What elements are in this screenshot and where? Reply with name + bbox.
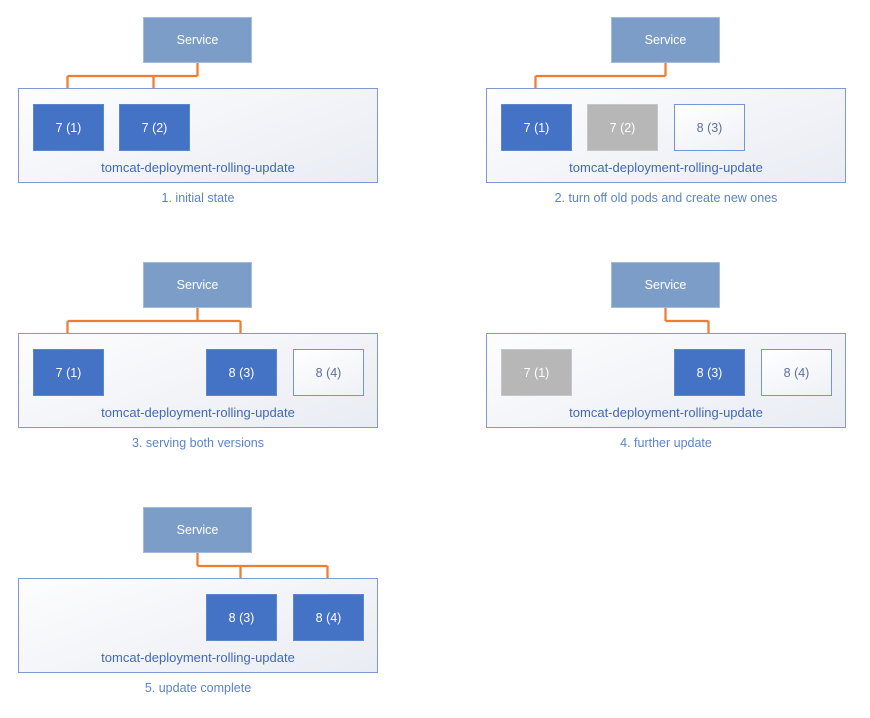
panel-caption: 3. serving both versions: [131, 436, 264, 450]
deployment-label: tomcat-deployment-rolling-update: [569, 160, 763, 175]
deployment-label: tomcat-deployment-rolling-update: [569, 405, 763, 420]
deployment-label: tomcat-deployment-rolling-update: [101, 650, 295, 665]
pod: 8 (3): [674, 104, 745, 151]
deployment-box: 7 (1) 7 (2) 8 (3) tomcat-deployment-roll…: [486, 88, 846, 183]
pod: 7 (2): [587, 104, 658, 151]
pod: 7 (1): [501, 349, 572, 396]
deployment-box: 7 (1) 8 (3) 8 (4) tomcat-deployment-roll…: [486, 333, 846, 428]
pod: 7 (2): [119, 104, 190, 151]
panel-caption: 4. further update: [620, 436, 712, 450]
service-box: Service: [143, 262, 252, 308]
pod: 8 (4): [293, 594, 364, 641]
panel-caption: 1. initial state: [161, 191, 235, 205]
panel-turn-off-old-pods: Service 7 (1) 7 (2) 8 (3) tomcat-deploym…: [468, 0, 870, 235]
pod: 8 (3): [206, 349, 277, 396]
panel-initial-state: Service 7 (1) 7 (2) tomcat-deployment-ro…: [0, 0, 402, 235]
pod: 8 (4): [293, 349, 364, 396]
panel-further-update: Service 7 (1) 8 (3) 8 (4) tomcat-deploym…: [468, 245, 870, 480]
panel-serving-both-versions: Service 7 (1) 8 (3) 8 (4) tomcat-deploym…: [0, 245, 402, 480]
panel-caption: 5. update complete: [144, 681, 252, 695]
deployment-box: 7 (1) 7 (2) tomcat-deployment-rolling-up…: [18, 88, 378, 183]
deployment-box: 7 (1) 8 (3) 8 (4) tomcat-deployment-roll…: [18, 333, 378, 428]
deployment-box: 8 (3) 8 (4) tomcat-deployment-rolling-up…: [18, 578, 378, 673]
service-box: Service: [611, 17, 720, 63]
pod: 8 (3): [206, 594, 277, 641]
pod: 7 (1): [33, 349, 104, 396]
deployment-label: tomcat-deployment-rolling-update: [101, 160, 295, 175]
panel-update-complete: Service 8 (3) 8 (4) tomcat-deployment-ro…: [0, 490, 402, 718]
service-box: Service: [143, 507, 252, 553]
pod: 8 (3): [674, 349, 745, 396]
service-box: Service: [611, 262, 720, 308]
deployment-label: tomcat-deployment-rolling-update: [101, 405, 295, 420]
service-box: Service: [143, 17, 252, 63]
pod: 7 (1): [33, 104, 104, 151]
pod: 7 (1): [501, 104, 572, 151]
panel-caption: 2. turn off old pods and create new ones: [554, 191, 778, 205]
pod: 8 (4): [761, 349, 832, 396]
